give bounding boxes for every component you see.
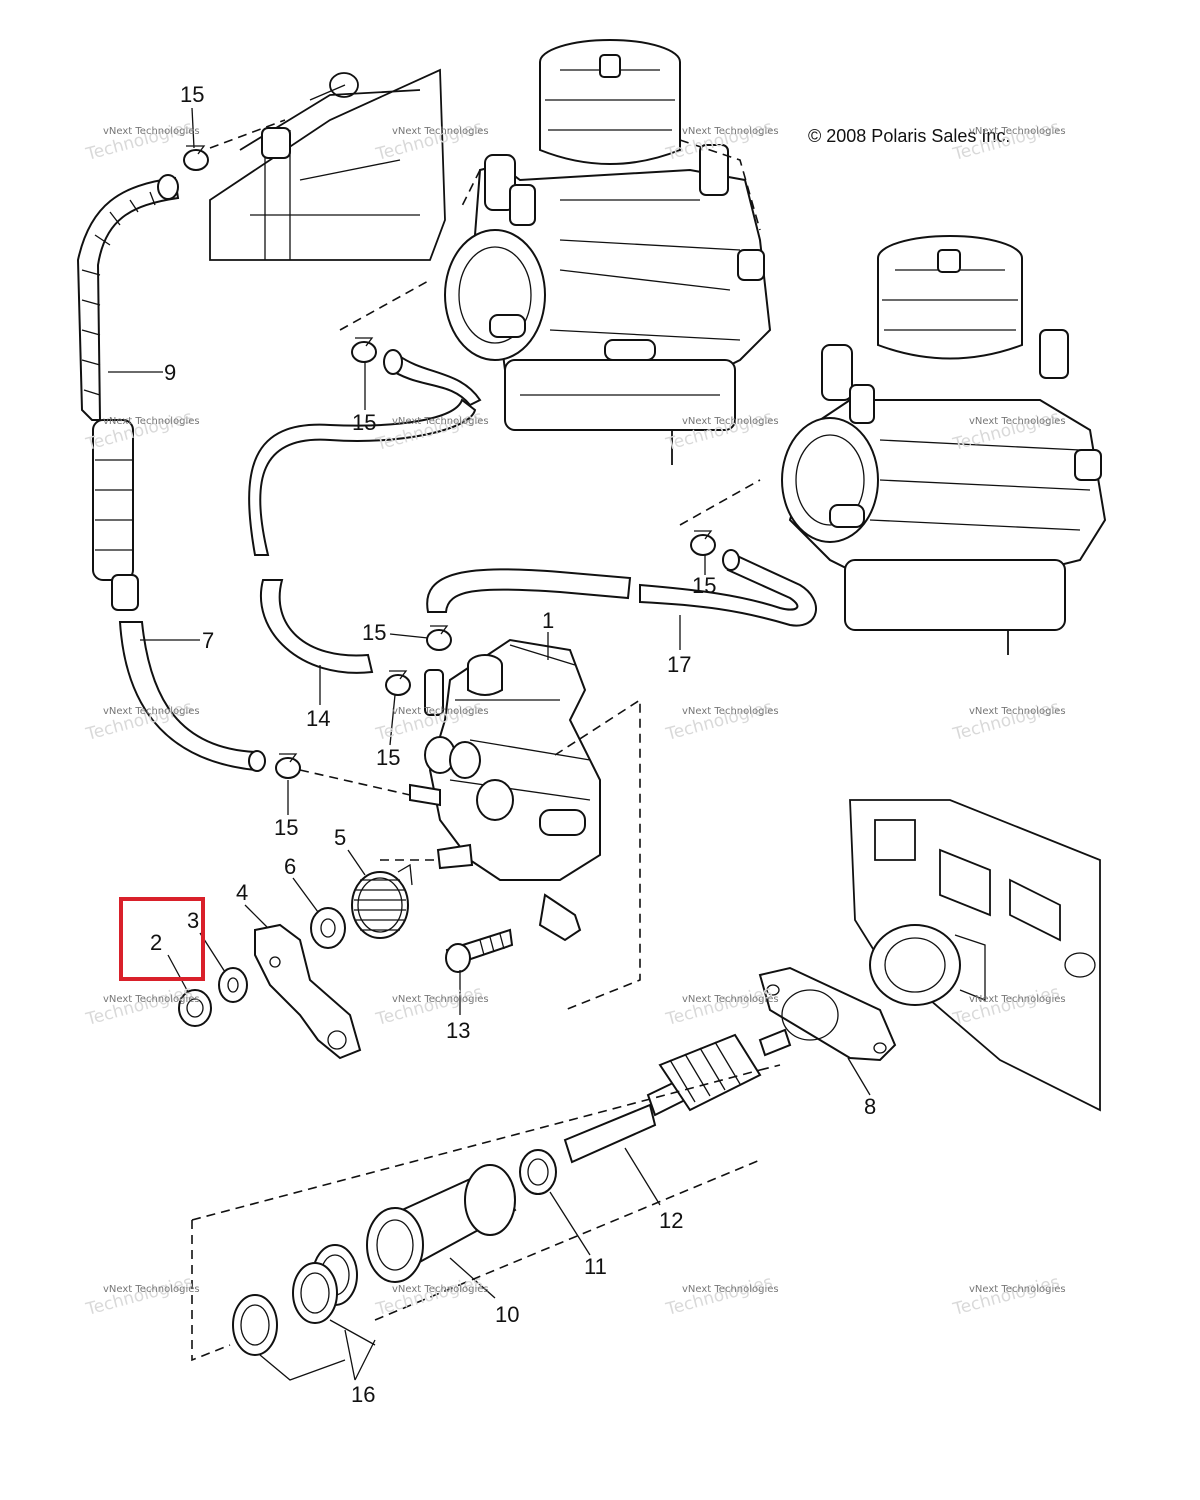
- gasket-8: [758, 966, 897, 1062]
- washer-11: [519, 1149, 557, 1195]
- callout-6: 6: [284, 854, 296, 879]
- callout-5: 5: [334, 825, 346, 850]
- callout-13: 13: [446, 1018, 470, 1043]
- callout-10: 10: [495, 1302, 519, 1327]
- callout-15-d: 15: [362, 620, 386, 645]
- callout-17: 17: [667, 652, 691, 677]
- callout-3: 3: [187, 908, 199, 933]
- callout-16: 16: [351, 1382, 375, 1407]
- callout-7: 7: [202, 628, 214, 653]
- callout-15-e: 15: [376, 745, 400, 770]
- svg-text:Technologies: Technologies: [950, 982, 1062, 1030]
- svg-text:vNext Technologies: vNext Technologies: [392, 1284, 489, 1295]
- svg-text:vNext Technologies: vNext Technologies: [969, 416, 1066, 427]
- hose-17: [426, 549, 817, 627]
- washer-3: [218, 967, 248, 1003]
- svg-text:Technologies: Technologies: [663, 697, 775, 745]
- svg-text:Technologies: Technologies: [950, 697, 1062, 745]
- svg-text:vNext Technologies: vNext Technologies: [969, 1284, 1066, 1295]
- dashed-enclosure-lower: [191, 1064, 781, 1362]
- svg-text:vNext Technologies: vNext Technologies: [392, 126, 489, 137]
- clamp-5: [385, 670, 411, 696]
- hose-14: [248, 349, 482, 674]
- clamp-4: [426, 625, 452, 651]
- svg-text:vNext Technologies: vNext Technologies: [969, 706, 1066, 717]
- lever-4: [254, 923, 362, 1060]
- callout-11: 11: [584, 1254, 607, 1279]
- callout-8: 8: [864, 1094, 876, 1119]
- svg-text:vNext Technologies: vNext Technologies: [682, 706, 779, 717]
- seal-set-16: [232, 1244, 358, 1356]
- spring-5: [351, 863, 413, 939]
- svg-text:vNext Technologies: vNext Technologies: [103, 416, 200, 427]
- svg-text:vNext Technologies: vNext Technologies: [392, 706, 489, 717]
- svg-text:vNext Technologies: vNext Technologies: [103, 994, 200, 1005]
- copyright-notice: © 2008 Polaris Sales Inc.: [808, 126, 1010, 146]
- svg-text:Technologies: Technologies: [373, 407, 485, 455]
- svg-text:Technologies: Technologies: [83, 1272, 195, 1320]
- svg-text:vNext Technologies: vNext Technologies: [682, 994, 779, 1005]
- oil-pump: [409, 638, 601, 942]
- engine-case-fragment: [849, 799, 1101, 1112]
- carburetor-upper: [444, 39, 772, 465]
- clamp-parts: [183, 145, 716, 779]
- callout-15-b: 15: [352, 410, 376, 435]
- drive-shaft-12: [563, 1028, 792, 1164]
- svg-text:vNext Technologies: vNext Technologies: [103, 126, 200, 137]
- svg-text:Technologies: Technologies: [663, 1272, 775, 1320]
- carburetor-lower: [781, 235, 1107, 655]
- nut-2: [178, 989, 212, 1027]
- callout-14: 14: [306, 706, 330, 731]
- svg-text:vNext Technologies: vNext Technologies: [969, 994, 1066, 1005]
- callout-12: 12: [659, 1208, 683, 1233]
- callout-2: 2: [150, 930, 162, 955]
- callout-15-f: 15: [274, 815, 298, 840]
- clamp-3: [690, 530, 716, 556]
- svg-text:vNext Technologies: vNext Technologies: [392, 994, 489, 1005]
- bolt-13: [445, 928, 514, 973]
- svg-text:Technologies: Technologies: [950, 117, 1062, 165]
- svg-text:Technologies: Technologies: [950, 1272, 1062, 1320]
- svg-text:vNext Technologies: vNext Technologies: [392, 416, 489, 427]
- dashed-enclosure-pump: [209, 119, 761, 1011]
- svg-text:vNext Technologies: vNext Technologies: [682, 126, 779, 137]
- washer-6: [310, 907, 346, 949]
- clamp-2: [351, 337, 377, 363]
- svg-text:vNext Technologies: vNext Technologies: [103, 1284, 200, 1295]
- highlight-box-part-2[interactable]: [119, 897, 205, 981]
- hose-7: [118, 621, 266, 772]
- leader-lines: [108, 107, 871, 1381]
- svg-text:vNext Technologies: vNext Technologies: [103, 706, 200, 717]
- svg-text:vNext Technologies: vNext Technologies: [969, 126, 1066, 137]
- svg-text:Technologies: Technologies: [373, 117, 485, 165]
- svg-text:Technologies: Technologies: [83, 117, 195, 165]
- hose-9: [76, 174, 180, 611]
- cylinder-head-fragment: [209, 68, 446, 261]
- callout-4: 4: [236, 880, 248, 905]
- svg-text:vNext Technologies: vNext Technologies: [682, 1284, 779, 1295]
- callout-9: 9: [164, 360, 176, 385]
- svg-text:Technologies: Technologies: [663, 982, 775, 1030]
- callout-15-a: 15: [180, 82, 204, 107]
- clamp-1: [183, 145, 209, 171]
- callout-1: 1: [542, 608, 554, 633]
- svg-text:vNext Technologies: vNext Technologies: [682, 416, 779, 427]
- callout-15-c: 15: [692, 573, 716, 598]
- callout-labels: 15 9 15 7 15 1 15 17 14 15 15 5 6 4 3 2 …: [150, 82, 876, 1407]
- clamp-6: [275, 753, 301, 779]
- bushing-10: [366, 1164, 517, 1283]
